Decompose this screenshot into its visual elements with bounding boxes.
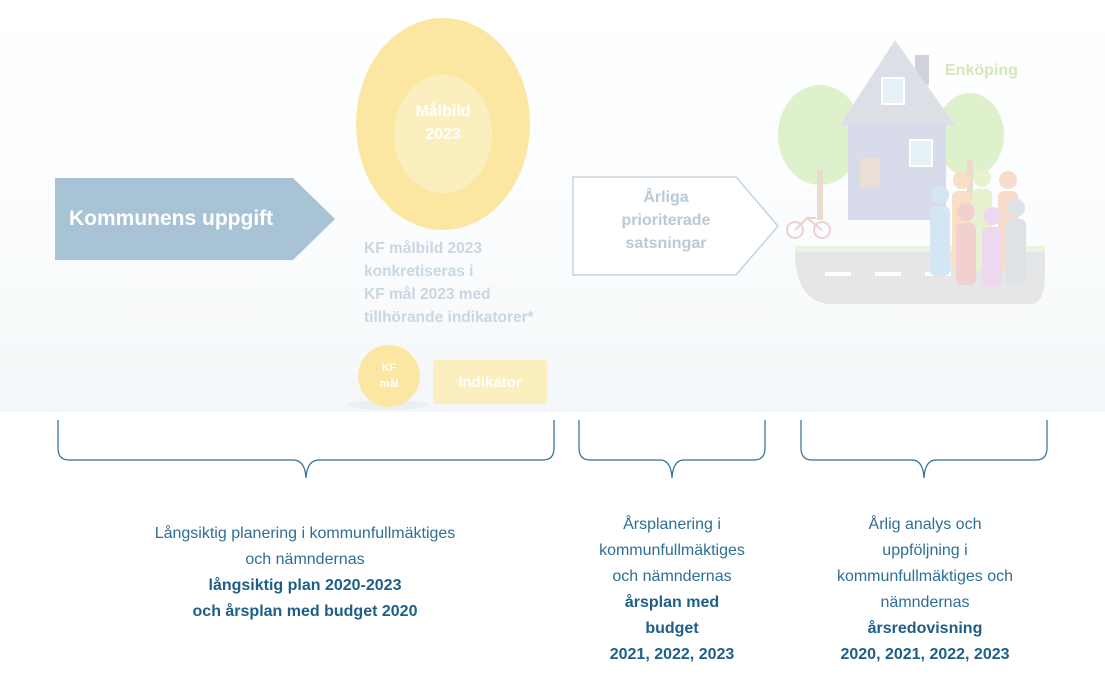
caption-bold-line: och årsplan med budget 2020 (192, 603, 418, 620)
malbild-inner-circle (394, 75, 492, 193)
malbild-year: 2023 (425, 126, 461, 143)
caption-left: Långsiktig planering i kommunfullmäktige… (100, 521, 510, 625)
tree-left (778, 85, 862, 185)
arliga-line: Årliga (643, 189, 689, 206)
indikator-box: Indikator (433, 360, 547, 404)
bicycle-icon (786, 221, 804, 239)
kf-text-line: KF målbild 2023 (364, 240, 483, 257)
caption-line: Årlig analys och (868, 516, 982, 533)
caption-line: Långsiktig planering i kommunfullmäktige… (154, 525, 456, 542)
people-group (930, 169, 1026, 287)
kf-text-line: konkretiseras i (364, 263, 474, 280)
house-door (860, 158, 880, 188)
malbild-label: Målbild 2023 (394, 100, 492, 146)
caption-bold-line: budget (645, 620, 699, 637)
caption-line: nämndernas (880, 594, 970, 611)
caption-bold-line: årsplan med (624, 594, 720, 611)
arliga-satsningar-label: Årliga prioriterade satsningar (596, 186, 736, 255)
kf-malbild-description: KF målbild 2023 konkretiseras i KF mål 2… (364, 237, 594, 329)
caption-bold-line: långsiktig plan 2020-2023 (208, 577, 402, 594)
arliga-line: satsningar (625, 235, 707, 252)
caption-line: och nämndernas (245, 551, 365, 568)
kf-text-line: KF mål 2023 med (364, 286, 491, 303)
town-illustration (778, 40, 1045, 304)
caption-bold-line: 2020, 2021, 2022, 2023 (840, 646, 1010, 663)
caption-bold-line: 2021, 2022, 2023 (609, 646, 735, 663)
kommunens-uppgift-arrow: Kommunens uppgift (55, 178, 335, 260)
brace-left (57, 420, 555, 479)
malbild-title: Målbild (415, 103, 471, 120)
caption-line: Årsplanering i (623, 516, 721, 533)
arliga-line: prioriterade (621, 212, 711, 229)
tree-right (936, 93, 1004, 177)
arliga-arrow (572, 176, 779, 276)
caption-line: uppföljning i (882, 542, 968, 559)
indikator-label: Indikator (458, 373, 522, 391)
caption-middle: Årsplanering i kommunfullmäktiges och nä… (566, 512, 778, 668)
kf-mal-circle: KF mål (358, 345, 420, 407)
caption-bold-line: årsredovisning (867, 620, 983, 637)
kommunens-uppgift-label: Kommunens uppgift (69, 207, 274, 230)
grass-strip (795, 246, 1045, 252)
kf-mal-line: mål (379, 378, 399, 390)
brace-middle (578, 420, 766, 479)
caption-line: kommunfullmäktiges och (836, 568, 1014, 585)
brace-right (800, 420, 1048, 479)
enkoping-label: Enköping (945, 62, 1018, 79)
kf-text-line: tillhörande indikatorer* (364, 309, 534, 326)
caption-line: och nämndernas (612, 568, 732, 585)
caption-line: kommunfullmäktiges (599, 542, 745, 559)
caption-right: Årlig analys och uppföljning i kommunful… (800, 512, 1050, 668)
kf-mal-line: KF (381, 362, 397, 374)
